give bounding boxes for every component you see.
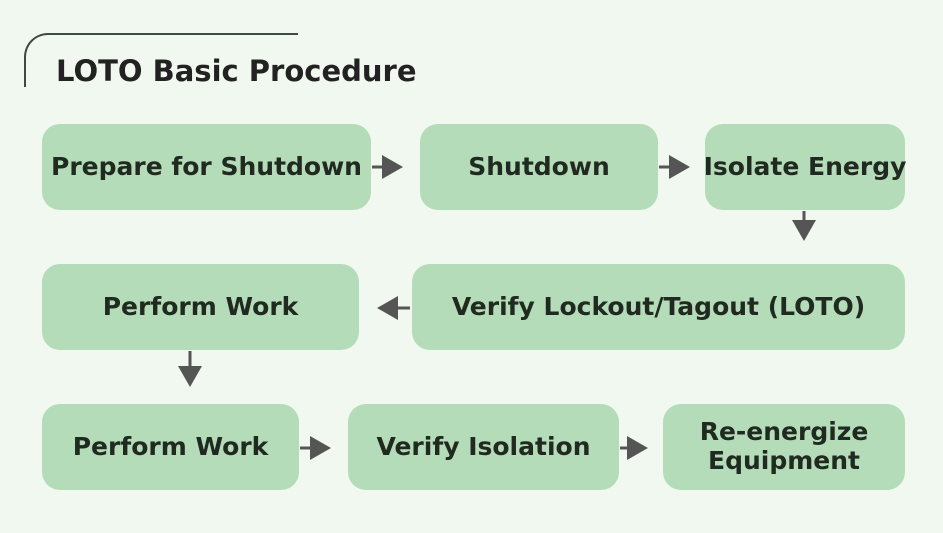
step-shutdown: Shutdown [420,124,658,210]
title-frame [24,33,298,87]
step-perform-work-2: Perform Work [42,404,299,490]
step-perform-work-1: Perform Work [42,264,359,350]
diagram-title: LOTO Basic Procedure [56,54,417,88]
step-reenergize: Re-energize Equipment [663,404,905,490]
step-isolate-energy: Isolate Energy [704,124,906,210]
step-verify-loto: Verify Lockout/Tagout (LOTO) [412,264,905,350]
step-verify-isolation: Verify Isolation [348,404,619,490]
step-prepare-shutdown: Prepare for Shutdown [42,124,371,210]
